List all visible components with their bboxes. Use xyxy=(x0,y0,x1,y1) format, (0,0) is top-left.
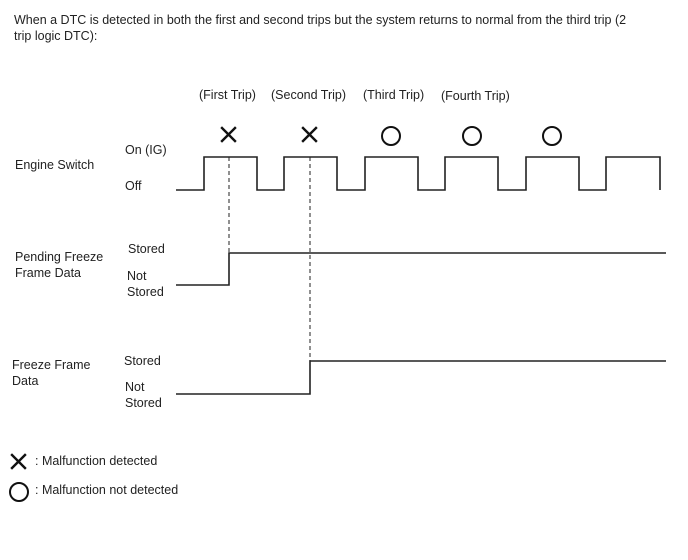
pending-freeze-stored-label: Stored xyxy=(128,242,165,256)
trip-label-third: (Third Trip) xyxy=(363,88,425,102)
pending-freeze-not-stored-label: Stored xyxy=(127,285,164,299)
engine-switch-on-label: On (IG) xyxy=(125,143,167,157)
malfunction-detected-icon xyxy=(301,126,318,143)
freeze-frame-title-line-1: Freeze Frame xyxy=(12,358,91,372)
freeze-frame-not-stored-label: Stored xyxy=(125,396,162,410)
malfunction-not-detected-icon xyxy=(542,126,562,146)
pending-freeze-not-label: Not xyxy=(127,269,147,283)
pending-freeze-waveform xyxy=(176,252,666,286)
freeze-frame-title-line-2: Data xyxy=(12,374,39,388)
trip-label-fourth: (Fourth Trip) xyxy=(441,89,510,103)
legend-cross-icon xyxy=(10,453,27,470)
engine-switch-waveform xyxy=(176,156,661,191)
freeze-frame-not-label: Not xyxy=(125,380,145,394)
legend-detected-label: : Malfunction detected xyxy=(35,454,158,468)
trip-label-first: (First Trip) xyxy=(199,88,256,102)
freeze-frame-stored-label: Stored xyxy=(124,354,161,368)
intro-line-2: trip logic DTC): xyxy=(14,29,98,43)
intro-line-1: When a DTC is detected in both the first… xyxy=(14,13,627,27)
engine-switch-title: Engine Switch xyxy=(15,158,95,172)
freeze-frame-waveform xyxy=(176,360,666,395)
malfunction-detected-icon xyxy=(220,126,237,143)
legend-not-detected-label: : Malfunction not detected xyxy=(35,483,179,497)
malfunction-not-detected-icon xyxy=(462,126,482,146)
engine-switch-off-label: Off xyxy=(125,179,142,193)
trip-label-second: (Second Trip) xyxy=(271,88,347,102)
pending-freeze-title-line-2: Frame Data xyxy=(15,266,81,280)
pending-freeze-title-line-1: Pending Freeze xyxy=(15,250,104,264)
malfunction-not-detected-icon xyxy=(381,126,401,146)
legend-circle-icon xyxy=(9,482,29,502)
